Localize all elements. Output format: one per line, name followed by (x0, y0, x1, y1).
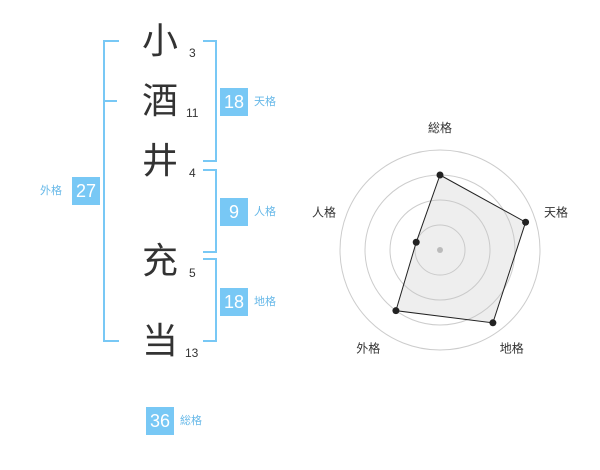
jinkaku-bracket (203, 169, 217, 253)
stroke-count-5: 13 (185, 346, 199, 360)
stroke-count-2: 11 (186, 106, 199, 120)
name-char-1: 小 (141, 21, 178, 62)
radar-axis-label-2: 天格 (544, 204, 568, 219)
radar-axis-label-5: 人格 (312, 204, 336, 219)
radar-point-1 (436, 171, 444, 179)
soukaku-label: 総格 (180, 414, 202, 427)
name-char-4: 充 (141, 241, 178, 282)
tenkaku-label: 天格 (254, 95, 276, 108)
gaikaku-score-badge: 27 (72, 177, 100, 205)
radar-ring (414, 224, 466, 276)
radar-axis-label-4: 外格 (356, 341, 380, 356)
gaikaku-bracket (103, 40, 119, 342)
radar-point-5 (412, 238, 420, 246)
chikaku-score-badge: 18 (220, 288, 248, 316)
radar-point-3 (489, 319, 497, 327)
stroke-count-1: 3 (189, 46, 196, 60)
stroke-count-4: 5 (189, 266, 196, 280)
tenkaku-score-badge: 18 (220, 88, 248, 116)
radar-polygon (395, 174, 527, 324)
jinkaku-label: 人格 (254, 205, 276, 218)
jinkaku-score-badge: 9 (220, 198, 248, 226)
gaikaku-tick-upper (103, 100, 117, 102)
name-char-3: 井 (141, 141, 178, 182)
name-char-5: 当 (141, 321, 178, 362)
stroke-count-3: 4 (189, 166, 196, 180)
radar-axis-label-3: 地格 (500, 341, 524, 356)
radar-ring (389, 199, 491, 301)
gaikaku-label: 外格 (40, 184, 62, 197)
soukaku-score-badge: 36 (146, 407, 174, 435)
chikaku-label: 地格 (254, 295, 276, 308)
chikaku-bracket (203, 258, 217, 342)
radar-point-4 (392, 307, 400, 315)
radar-ring (339, 149, 541, 351)
radar-point-2 (522, 218, 530, 226)
radar-axis-label-1: 総格 (428, 120, 452, 135)
tenkaku-bracket (203, 40, 217, 162)
radar-center (437, 247, 443, 253)
name-char-2: 酒 (141, 81, 178, 122)
